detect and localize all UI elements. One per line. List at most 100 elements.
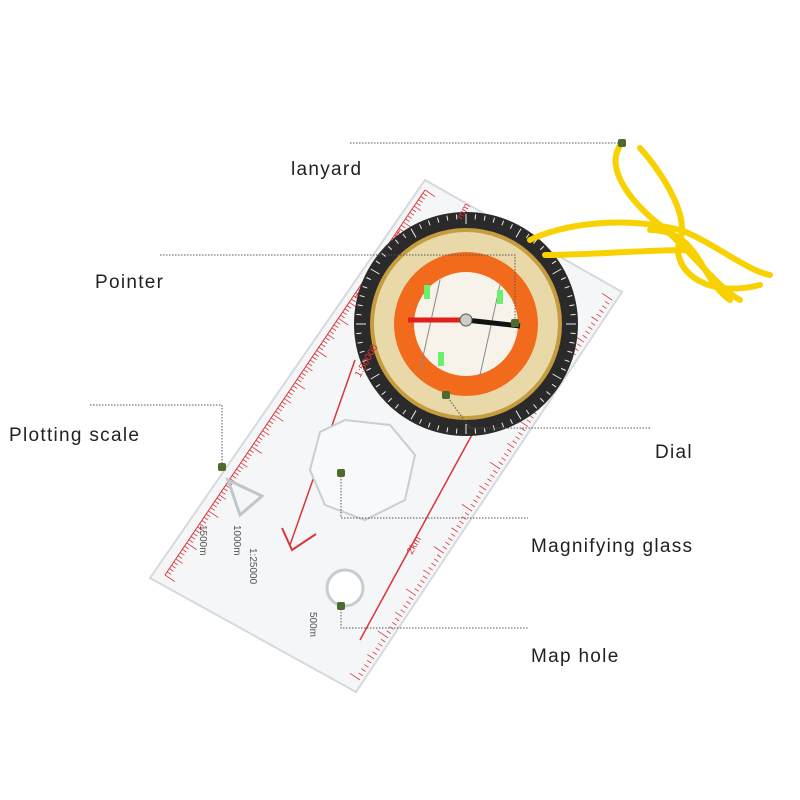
- tick: [247, 452, 252, 457]
- bezel-tick: [357, 341, 363, 344]
- tick: [590, 322, 596, 326]
- tick: [422, 575, 428, 579]
- leader-lines: [90, 142, 650, 629]
- tick: [349, 672, 361, 681]
- tick: [264, 427, 270, 431]
- tick: [214, 500, 220, 505]
- bezel-tick: [446, 215, 449, 221]
- tick: [208, 510, 219, 518]
- tick: [236, 468, 241, 473]
- tick: [487, 478, 492, 482]
- tick: [169, 568, 174, 572]
- tick: [283, 398, 292, 404]
- tick: [434, 558, 439, 563]
- bezel-tick: [427, 422, 431, 428]
- tick: [442, 545, 448, 550]
- tick: [395, 611, 403, 617]
- scale-1000m: 1000m: [231, 525, 242, 556]
- direction-arrow: [281, 527, 317, 552]
- leader-dial: [445, 394, 650, 429]
- bezel-tick: [492, 217, 495, 223]
- tick: [340, 314, 345, 319]
- tick: [296, 378, 302, 383]
- tick: [251, 446, 262, 454]
- tick: [333, 324, 339, 328]
- tick: [186, 542, 197, 550]
- bezel-tick: [560, 367, 566, 371]
- tick: [392, 621, 397, 626]
- tick: [231, 475, 237, 479]
- bezel-tick: [552, 373, 562, 380]
- tick: [591, 316, 599, 322]
- tick: [184, 545, 189, 550]
- tick: [166, 571, 172, 575]
- tick: [520, 427, 526, 432]
- tick: [212, 504, 218, 508]
- bezel-tick: [402, 233, 407, 239]
- bezel-tick: [483, 215, 486, 221]
- tick: [281, 401, 287, 405]
- tick: [418, 199, 423, 203]
- tick: [596, 313, 602, 318]
- bezel-tick: [394, 239, 399, 244]
- tick: [182, 549, 187, 553]
- tick: [364, 664, 369, 668]
- tick: [489, 461, 501, 470]
- tick: [314, 353, 319, 357]
- tick: [409, 212, 415, 216]
- tick: [309, 359, 315, 364]
- bezel-tick: [501, 422, 505, 428]
- tick: [366, 659, 372, 664]
- bezel-tick: [394, 404, 399, 409]
- tick: [242, 459, 248, 463]
- bezel-tick: [375, 260, 381, 265]
- scale-1500m: 1500m: [197, 525, 208, 556]
- bezel-tick: [357, 304, 363, 307]
- orienting-lines: [419, 279, 501, 376]
- bezel-tick: [509, 418, 513, 424]
- tick: [316, 350, 327, 358]
- leader-map-hole: [340, 606, 528, 629]
- tick: [601, 292, 613, 301]
- tick: [507, 442, 515, 449]
- tick: [451, 527, 459, 533]
- scale-ratio-small: 1:25000: [247, 548, 258, 585]
- bezel-tick: [410, 410, 417, 420]
- tick: [484, 482, 490, 487]
- bezel-tick: [370, 373, 380, 380]
- tick: [199, 523, 205, 527]
- bezel-tick: [509, 224, 513, 230]
- tick: [249, 449, 254, 454]
- bezel-tick: [362, 359, 368, 363]
- label-map-hole: Map hole: [531, 646, 620, 667]
- bezel-tick: [381, 252, 386, 257]
- tick: [342, 311, 348, 316]
- tick: [286, 395, 291, 399]
- tick: [173, 561, 179, 566]
- tick: [164, 574, 176, 583]
- bezel-tick: [567, 350, 573, 353]
- tick: [290, 388, 296, 393]
- bezel-tick: [446, 427, 449, 433]
- tick: [526, 419, 532, 423]
- tick: [407, 215, 413, 219]
- bezel-tick: [501, 220, 505, 226]
- tick: [400, 609, 406, 613]
- tick: [450, 533, 456, 537]
- bezel-tick: [551, 260, 557, 265]
- tick: [312, 356, 317, 360]
- tick: [301, 372, 306, 377]
- tick: [459, 520, 464, 525]
- tick: [179, 552, 185, 556]
- label-pointer: Pointer: [95, 272, 165, 293]
- tick: [436, 554, 442, 558]
- marker-map-hole: [337, 602, 345, 610]
- tick: [255, 439, 261, 444]
- tick: [253, 443, 259, 447]
- marker-magnifying-glass: [337, 469, 345, 477]
- scale-500m: 500m: [307, 612, 318, 637]
- bezel-tick: [515, 228, 522, 238]
- tick: [344, 308, 350, 312]
- bezel-tick: [533, 404, 538, 409]
